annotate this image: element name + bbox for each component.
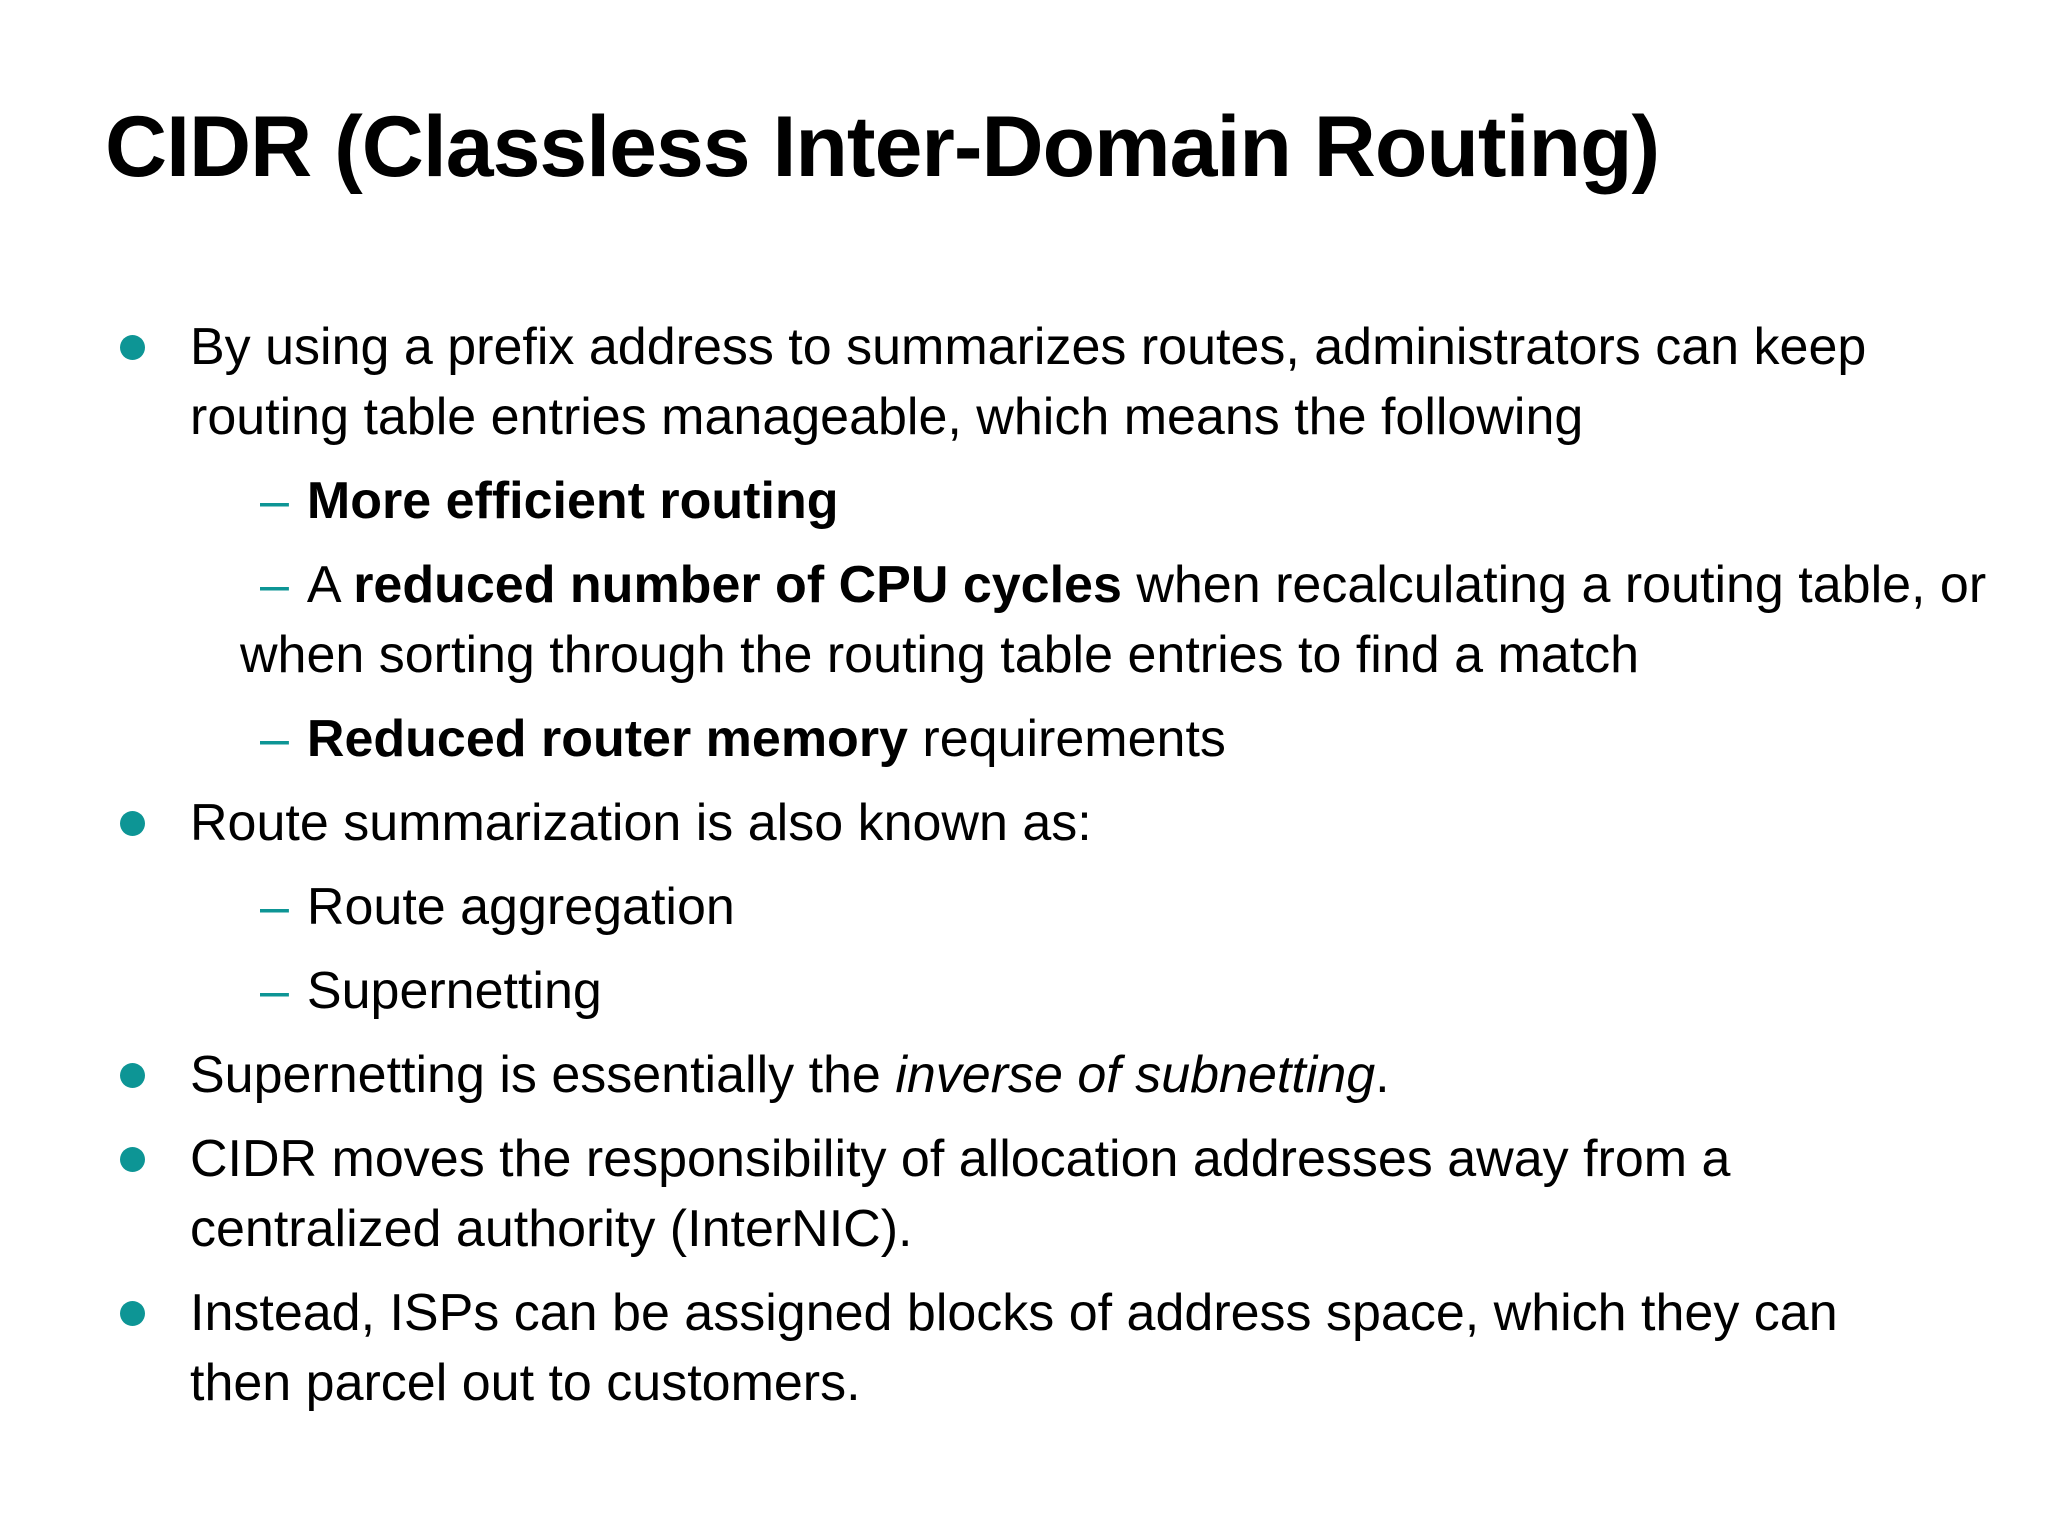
sub-bullet-item: –More efficient routing [0,466,2048,536]
sub-bullet-text: Supernetting [306,962,602,1020]
bullet-text-italic: inverse of subnetting [895,1046,1376,1104]
sub-bullet-text-bold: Reduced router memory [306,710,908,768]
sub-bullet-item: –Route aggregation [0,872,2048,942]
bullet-text: Supernetting is essentially the [190,1046,896,1104]
sub-bullet-item: –Reduced router memory requirements [0,704,2048,774]
bullet-dot-icon [120,1301,145,1326]
dash-icon: – [260,472,289,530]
bullet-dot-icon [120,1063,145,1088]
dash-icon: – [260,878,289,936]
bullet-list: By using a prefix address to summarizes … [0,312,2048,1432]
bullet-dot-icon [120,1147,145,1172]
bullet-item: CIDR moves the responsibility of allocat… [0,1124,2048,1264]
sub-bullet-item: –Supernetting [0,956,2048,1026]
dash-icon: – [260,710,289,768]
bullet-dot-icon [120,811,145,836]
sub-bullet-text: More efficient routing [306,472,839,530]
bullet-item: Supernetting is essentially the inverse … [0,1040,2048,1110]
bullet-text: . [1375,1046,1390,1104]
bullet-item: Route summarization is also known as: [0,788,2048,858]
sub-bullet-text: Route aggregation [306,878,735,936]
sub-bullet-text: when recalculating a routing table, or w… [240,556,1987,684]
bullet-item: Instead, ISPs can be assigned blocks of … [0,1278,2048,1418]
sub-bullet-text: A [306,556,354,614]
sub-bullet-text: requirements [907,710,1226,768]
dash-icon: – [260,556,289,614]
bullet-text: By using a prefix address to summarizes … [190,318,1867,446]
bullet-item: By using a prefix address to summarizes … [0,312,2048,452]
sub-bullet-text-bold: reduced number of CPU cycles [353,556,1122,614]
slide-title: CIDR (Classless Inter-Domain Routing) [105,98,1660,195]
bullet-dot-icon [120,335,145,360]
sub-bullet-item: –A reduced number of CPU cycles when rec… [0,550,2048,690]
bullet-text: CIDR moves the responsibility of allocat… [190,1130,1731,1258]
bullet-text: Instead, ISPs can be assigned blocks of … [190,1284,1838,1412]
dash-icon: – [260,962,289,1020]
bullet-text: Route summarization is also known as: [190,794,1092,852]
